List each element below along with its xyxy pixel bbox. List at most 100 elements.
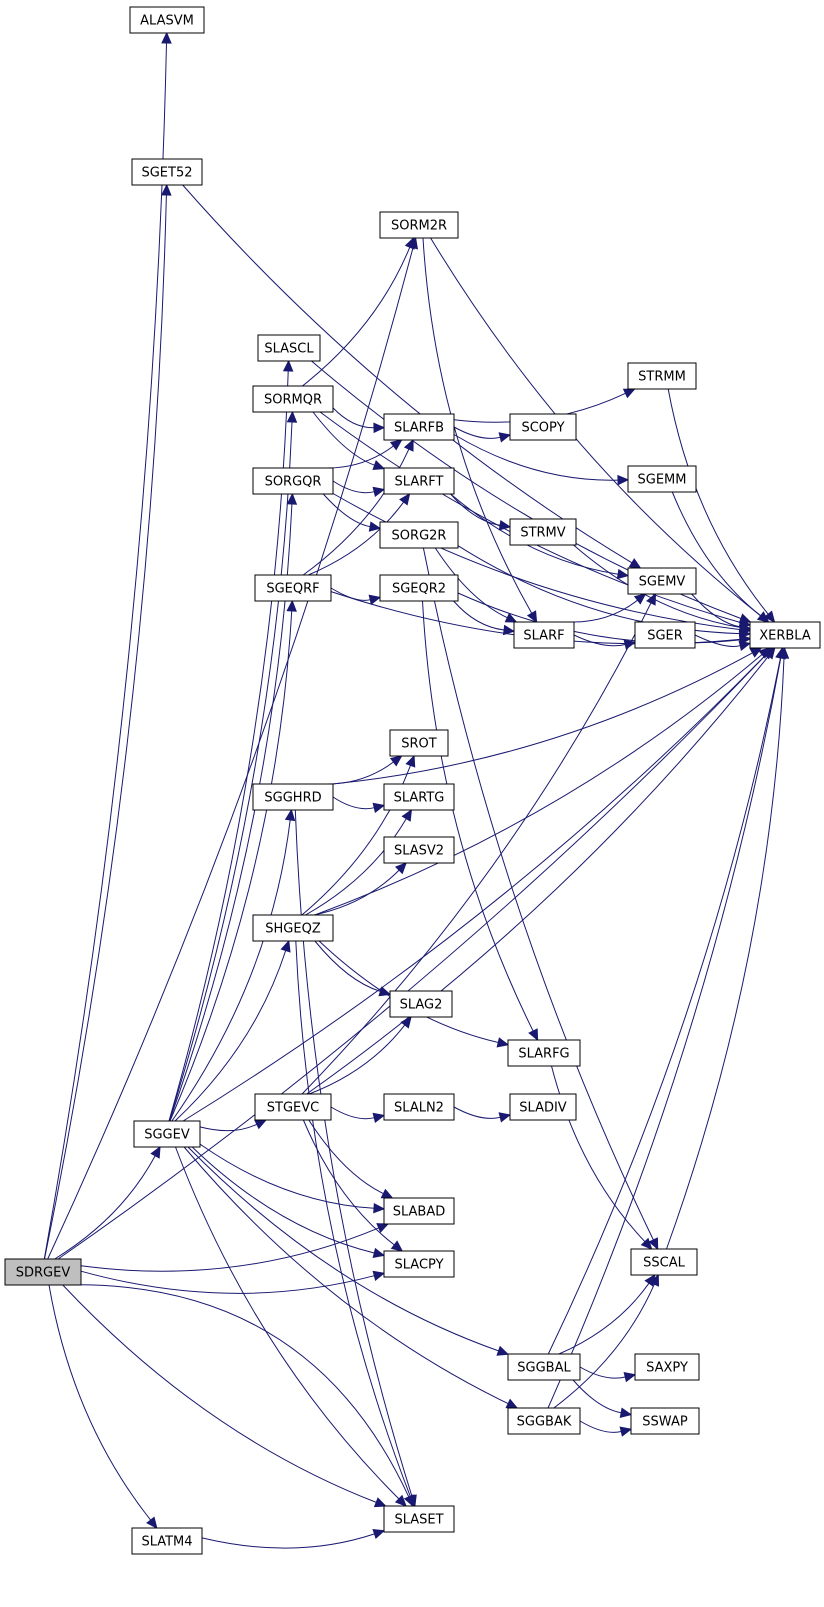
node-sget52[interactable]: SGET52 xyxy=(131,158,203,186)
edge-shgeqz-to-slasv2 xyxy=(313,869,400,916)
node-sggbak[interactable]: SGGBAK xyxy=(507,1407,581,1435)
node-box xyxy=(4,1258,82,1286)
edge-stgevc-to-slaln2 xyxy=(330,1106,375,1120)
node-sgeqr2[interactable]: SGEQR2 xyxy=(379,574,459,602)
arrowhead-icon xyxy=(399,493,411,506)
node-slaln2[interactable]: SLALN2 xyxy=(383,1093,455,1121)
node-box xyxy=(254,1093,332,1121)
edge-slarfb-to-scopy xyxy=(453,426,501,439)
node-slatm4[interactable]: SLATM4 xyxy=(131,1527,203,1555)
node-slasv2[interactable]: SLASV2 xyxy=(383,836,455,864)
node-slartg[interactable]: SLARTG xyxy=(383,783,455,811)
node-box xyxy=(383,836,455,864)
edge-sdrgev-to-slaset xyxy=(62,1284,410,1498)
node-sggev[interactable]: SGGEV xyxy=(133,1120,201,1148)
node-label: SGGHRD xyxy=(264,791,321,806)
node-box xyxy=(627,465,697,493)
node-slacpy[interactable]: SLACPY xyxy=(383,1250,455,1278)
arrowhead-icon xyxy=(286,599,297,612)
node-sorg2r[interactable]: SORG2R xyxy=(379,521,459,549)
node-box xyxy=(133,1120,201,1148)
node-sscal[interactable]: SSCAL xyxy=(630,1248,698,1276)
edge-sggev-to-sggbak xyxy=(183,1146,509,1405)
arrowhead-icon xyxy=(395,862,407,875)
edge-sggbal-to-saxpy xyxy=(579,1366,626,1379)
node-box xyxy=(252,467,334,495)
arrowhead-icon xyxy=(373,1203,386,1214)
node-sormqr[interactable]: SORMQR xyxy=(252,385,334,413)
arrowhead-icon xyxy=(405,1494,416,1508)
node-box xyxy=(383,413,455,441)
node-slaset[interactable]: SLASET xyxy=(383,1505,455,1533)
arrowhead-icon xyxy=(372,1247,386,1259)
arrowhead-icon xyxy=(372,1270,386,1281)
node-xerbla[interactable]: XERBLA xyxy=(749,621,821,649)
arrowhead-icon xyxy=(368,521,382,532)
node-alasvm[interactable]: ALASVM xyxy=(129,6,205,34)
node-saxpy[interactable]: SAXPY xyxy=(634,1353,700,1381)
node-slabad[interactable]: SLABAD xyxy=(383,1197,455,1225)
node-label: SORGQR xyxy=(265,475,322,490)
node-label: SROT xyxy=(401,737,437,752)
node-slag2[interactable]: SLAG2 xyxy=(389,990,453,1018)
arrowhead-icon xyxy=(649,1273,660,1287)
node-sorgqr[interactable]: SORGQR xyxy=(252,467,334,495)
node-label: SSWAP xyxy=(642,1415,688,1430)
node-label: SGEMM xyxy=(638,473,687,488)
node-slascl[interactable]: SLASCL xyxy=(257,334,321,362)
node-stgevc[interactable]: STGEVC xyxy=(254,1093,332,1121)
node-label: STGEVC xyxy=(267,1101,319,1116)
edge-sggev-to-shgeqz xyxy=(174,950,287,1122)
node-sswap[interactable]: SSWAP xyxy=(630,1407,700,1435)
edge-sggev-to-slaset xyxy=(175,1146,400,1500)
node-shgeqz[interactable]: SHGEQZ xyxy=(252,914,334,942)
node-sggbal[interactable]: SGGBAL xyxy=(507,1353,581,1381)
node-label: ALASVM xyxy=(140,14,194,29)
node-box xyxy=(389,990,453,1018)
edge-sormqr-to-slarfb xyxy=(332,407,375,429)
node-label: SLARFT xyxy=(395,475,444,490)
arrowhead-icon xyxy=(498,432,512,443)
arrowhead-icon xyxy=(403,438,414,452)
edge-sdrgev-to-slabad xyxy=(80,1227,379,1272)
node-sdrgev[interactable]: SDRGEV xyxy=(4,1258,82,1286)
node-label: STRMM xyxy=(638,370,686,385)
node-strmm[interactable]: STRMM xyxy=(627,362,697,390)
node-sorm2r[interactable]: SORM2R xyxy=(379,211,459,239)
node-slarfg[interactable]: SLARFG xyxy=(507,1039,581,1067)
node-slarft[interactable]: SLARFT xyxy=(383,467,455,495)
node-strmv[interactable]: STRMV xyxy=(509,518,577,546)
edge-sggev-to-sormqr xyxy=(168,421,293,1122)
edge-slarft-to-strmv xyxy=(450,493,501,526)
node-box xyxy=(379,521,459,549)
node-srot[interactable]: SROT xyxy=(389,729,449,757)
arrowhead-icon xyxy=(646,592,657,606)
arrowhead-icon xyxy=(498,520,512,531)
node-slarf[interactable]: SLARF xyxy=(513,621,575,649)
edge-shgeqz-to-slaset xyxy=(295,940,411,1497)
node-sladiv[interactable]: SLADIV xyxy=(509,1093,577,1121)
node-label: SGGBAL xyxy=(517,1361,571,1376)
node-sgemv[interactable]: SGEMV xyxy=(627,567,697,595)
node-sger[interactable]: SGER xyxy=(634,621,696,649)
node-slarfb[interactable]: SLARFB xyxy=(383,413,455,441)
edge-sdrgev-to-sget52 xyxy=(44,194,167,1260)
edge-sgemv-to-xerbla xyxy=(691,593,741,628)
node-sgeqrf[interactable]: SGEQRF xyxy=(254,574,332,602)
node-label: SCOPY xyxy=(521,421,564,436)
node-sgemm[interactable]: SGEMM xyxy=(627,465,697,493)
arrowhead-icon xyxy=(628,558,642,569)
edge-slarf-to-sgemv xyxy=(572,599,638,623)
edge-sggev-to-stgevc xyxy=(199,1123,258,1132)
arrowhead-icon xyxy=(372,1112,386,1123)
arrowhead-icon xyxy=(372,802,386,813)
node-scopy[interactable]: SCOPY xyxy=(509,413,577,441)
node-label: SSCAL xyxy=(643,1256,685,1271)
edge-stgevc-to-slacpy xyxy=(302,1119,395,1246)
node-sgghrd[interactable]: SGGHRD xyxy=(252,783,334,811)
node-label: SGGEV xyxy=(144,1128,190,1143)
edge-sorg2r-to-slarf xyxy=(434,547,508,619)
node-label: SLACPY xyxy=(394,1258,443,1273)
edge-sdrgev-to-xerbla xyxy=(57,654,766,1260)
